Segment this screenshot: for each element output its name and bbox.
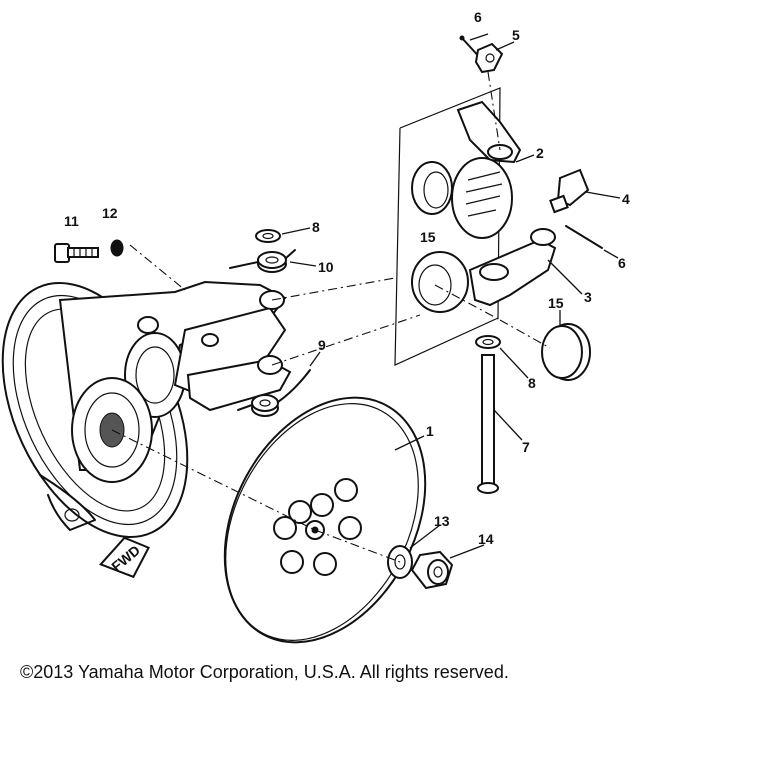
cap-15-right xyxy=(541,323,591,381)
callout-10: 10 xyxy=(318,259,334,275)
callout-3: 3 xyxy=(584,289,592,305)
callout-1: 1 xyxy=(426,423,434,439)
callout-8-lower: 8 xyxy=(528,375,536,391)
spring-9 xyxy=(237,369,311,417)
callout-leaders xyxy=(281,33,621,559)
disc-1 xyxy=(223,396,427,644)
callout-6-top: 6 xyxy=(474,9,482,25)
copyright-notice: ©2013 Yamaha Motor Corporation, U.S.A. A… xyxy=(20,662,509,682)
shaft-7 xyxy=(477,354,499,494)
knob-4 xyxy=(549,168,590,214)
clip-5 xyxy=(474,42,504,74)
callout-9: 9 xyxy=(318,337,326,353)
fwd-arrow: FWD xyxy=(99,536,150,579)
housing-assembly xyxy=(1,280,292,538)
callout-5: 5 xyxy=(512,27,520,43)
callout-7: 7 xyxy=(522,439,530,455)
callout-8-upper: 8 xyxy=(312,219,320,235)
callout-2: 2 xyxy=(536,145,544,161)
washer-8-lower xyxy=(475,335,501,349)
callout-11: 11 xyxy=(64,213,79,229)
callout-15-left: 15 xyxy=(420,229,436,245)
nut-14 xyxy=(410,550,454,590)
bolt-11 xyxy=(54,243,99,263)
exploded-parts-diagram: FWD 6 5 2 4 6 3 15 15 8 7 8 10 9 1 13 14… xyxy=(1,9,630,644)
washer-12 xyxy=(110,239,124,257)
callout-4: 4 xyxy=(622,191,630,207)
washer-8-upper xyxy=(255,229,281,243)
callout-6-right: 6 xyxy=(618,255,626,271)
pin-6-right xyxy=(565,225,603,249)
backing-plate-outline xyxy=(394,87,501,366)
callout-14: 14 xyxy=(478,531,494,547)
callout-13: 13 xyxy=(434,513,450,529)
lever-2 xyxy=(411,100,522,239)
spring-10 xyxy=(229,249,296,273)
lever-3 xyxy=(411,228,557,313)
callout-15-right: 15 xyxy=(548,295,564,311)
callout-12: 12 xyxy=(102,205,118,221)
assembly-axis-lines xyxy=(111,71,551,563)
